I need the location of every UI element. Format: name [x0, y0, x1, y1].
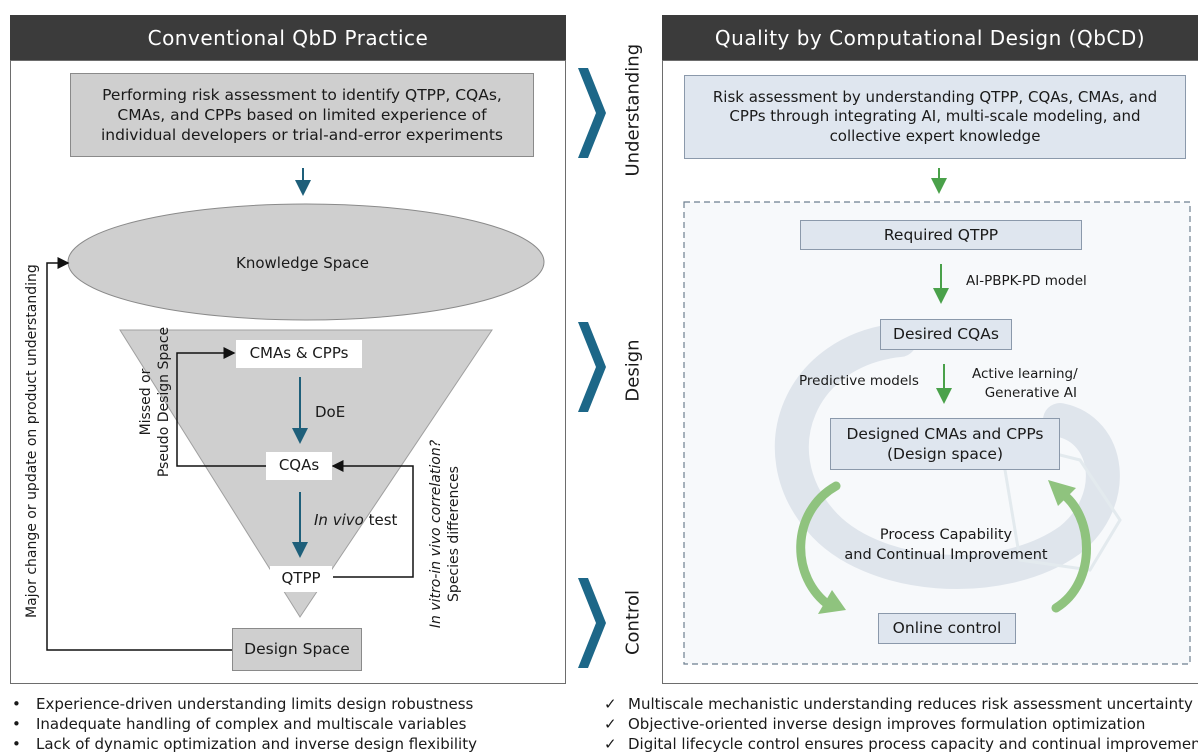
check-icon: ✓: [604, 695, 617, 713]
process-line2: and Continual Improvement: [844, 547, 1048, 563]
right-check-2: ✓ Objective-oriented inverse design impro…: [604, 714, 1198, 734]
right-check-3: ✓ Digital lifecycle control ensures proce…: [604, 734, 1198, 754]
ivivc-line1: In vitro-in vivo correlation?: [428, 439, 444, 629]
missed-design-loop: [176, 347, 266, 467]
left-bullet-text-3: Lack of dynamic optimization and inverse…: [36, 735, 477, 753]
right-panel-header: Quality by Computational Design (QbCD): [662, 15, 1198, 60]
right-checklist: ✓ Multiscale mechanistic understanding re…: [604, 694, 1198, 754]
ai-pbpk-label: AI-PBPK-PD model: [966, 273, 1087, 289]
bullet-marker: •: [12, 715, 21, 733]
left-bullet-3: • Lack of dynamic optimization and invers…: [12, 734, 477, 754]
left-bullet-2: • Inadequate handling of complex and mult…: [12, 714, 477, 734]
active-learning-label: Active learning/ Generative AI: [972, 365, 1078, 403]
bullet-marker: •: [12, 735, 21, 753]
left-bullet-text-1: Experience-driven understanding limits d…: [36, 695, 474, 713]
stage-control-label: Control: [622, 589, 644, 656]
required-qtpp-box: Required QTPP: [800, 220, 1082, 250]
right-check-text-3: Digital lifecycle control ensures proces…: [628, 735, 1198, 753]
left-bullet-1: • Experience-driven understanding limits …: [12, 694, 477, 714]
right-risk-box: Risk assessment by understanding QTPP, C…: [684, 75, 1186, 159]
right-check-1: ✓ Multiscale mechanistic understanding re…: [604, 694, 1198, 714]
predictive-models-label: Predictive models: [799, 373, 919, 389]
knowledge-space-label: Knowledge Space: [236, 254, 369, 272]
in-vivo-test-label: In vivo test: [314, 511, 397, 529]
online-control-box: Online control: [878, 613, 1016, 644]
chevron-design: [578, 322, 606, 412]
designed-line2: (Design space): [886, 445, 1003, 463]
designed-cmas-box: Designed CMAs and CPPs (Design space): [830, 418, 1060, 470]
watermark-net: [998, 437, 1122, 572]
doe-label: DoE: [315, 403, 346, 421]
missed-line2: Pseudo Design Space: [156, 326, 172, 478]
right-check-text-1: Multiscale mechanistic understanding red…: [628, 695, 1193, 713]
right-check-text-2: Objective-oriented inverse design improv…: [628, 715, 1146, 733]
cycle-arrowhead-left: [818, 590, 846, 614]
cqas-box: CQAs: [266, 452, 332, 480]
process-line1: Process Capability: [879, 527, 1013, 543]
left-bullet-text-2: Inadequate handling of complex and multi…: [36, 715, 467, 733]
qtpp-box: QTPP: [270, 566, 332, 592]
stage-design-label: Design: [622, 339, 644, 402]
test-text: test: [363, 511, 398, 529]
left-bullet-list: • Experience-driven understanding limits …: [12, 694, 477, 754]
left-risk-box: Performing risk assessment to identify Q…: [70, 73, 534, 157]
ivivc-loop: [331, 460, 414, 578]
left-panel-frame: [10, 60, 566, 684]
missed-line1: Missed or: [138, 368, 154, 436]
major-change-loop: [46, 257, 232, 651]
designed-line1: Designed CMAs and CPPs: [846, 424, 1044, 443]
watermark-swirl: [774, 323, 1120, 589]
right-panel-frame: [662, 60, 1198, 684]
chevron-understanding: [578, 68, 606, 158]
ivivc-line2: Species differences: [446, 466, 462, 602]
check-icon: ✓: [604, 735, 617, 753]
chevron-control: [578, 578, 606, 668]
missed-design-label: Missed or Pseudo Design Space: [137, 317, 173, 487]
major-change-label: Major change or update on product unders…: [24, 264, 40, 618]
active-learning-line1: Active learning/: [972, 366, 1078, 382]
in-vivo-italic: In vivo: [314, 511, 364, 529]
check-icon: ✓: [604, 715, 617, 733]
cycle-arrow-left: [796, 481, 841, 611]
design-space-box: Design Space: [232, 628, 362, 671]
left-panel-header: Conventional QbD Practice: [10, 15, 566, 60]
stage-understanding-label: Understanding: [622, 43, 644, 177]
active-learning-line2: Generative AI: [984, 385, 1077, 401]
process-capability-label: Process Capability and Continual Improve…: [826, 525, 1066, 565]
cycle-arrowhead-right: [1048, 480, 1076, 506]
bullet-marker: •: [12, 695, 21, 713]
ivivc-label: In vitro-in vivo correlation? Species di…: [427, 424, 463, 644]
cycle-arrow-right: [1051, 487, 1091, 613]
desired-cqas-box: Desired CQAs: [880, 319, 1012, 350]
cmas-cpps-box: CMAs & CPPs: [236, 340, 362, 368]
